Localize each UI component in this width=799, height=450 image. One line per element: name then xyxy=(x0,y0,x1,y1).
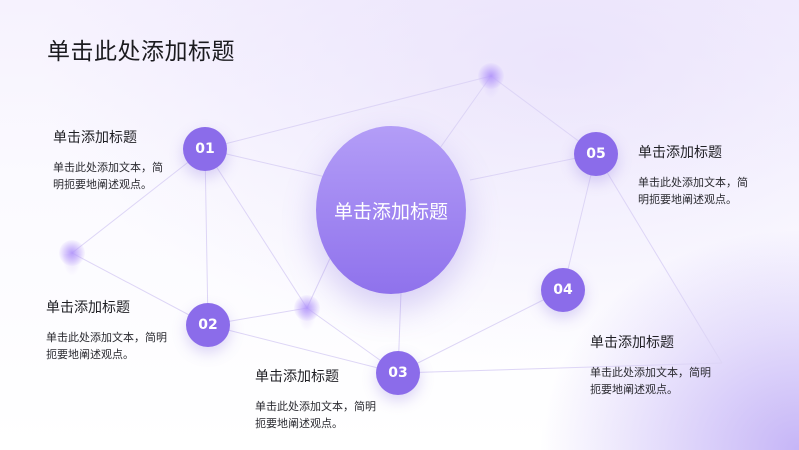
item-description[interactable]: 单击此处添加文本，简明扼要地阐述观点。 xyxy=(53,161,163,191)
item-description[interactable]: 单击此处添加文本，简明扼要地阐述观点。 xyxy=(46,331,167,361)
node-02[interactable]: 02 xyxy=(186,303,230,347)
item-description[interactable]: 单击此处添加文本，简明扼要地阐述观点。 xyxy=(590,366,711,396)
item-heading[interactable]: 单击添加标题 xyxy=(255,369,339,385)
text-block-03: 单击添加标题 单击此处添加文本，简明扼要地阐述观点。 xyxy=(255,366,376,432)
glow-dot-middle xyxy=(294,295,320,331)
item-heading[interactable]: 单击添加标题 xyxy=(46,300,130,316)
text-block-01: 单击添加标题 单击此处添加文本，简明扼要地阐述观点。 xyxy=(53,127,163,193)
node-number: 02 xyxy=(198,317,218,333)
node-01[interactable]: 01 xyxy=(183,127,227,171)
item-heading[interactable]: 单击添加标题 xyxy=(53,130,137,146)
node-04[interactable]: 04 xyxy=(541,268,585,312)
hub-label: 单击添加标题 xyxy=(333,200,448,223)
item-description[interactable]: 单击此处添加文本，简明扼要地阐述观点。 xyxy=(255,400,376,430)
central-hub-circle[interactable]: 单击添加标题 xyxy=(316,126,466,294)
text-block-02: 单击添加标题 单击此处添加文本，简明扼要地阐述观点。 xyxy=(46,297,167,363)
node-number: 04 xyxy=(553,282,573,298)
item-description[interactable]: 单击此处添加文本，简明扼要地阐述观点。 xyxy=(638,176,748,206)
node-05[interactable]: 05 xyxy=(574,132,618,176)
node-number: 03 xyxy=(388,365,408,381)
page-title[interactable]: 单击此处添加标题 xyxy=(47,39,235,65)
glow-dot-left xyxy=(59,240,85,276)
glow-dot-top xyxy=(478,63,504,99)
item-heading[interactable]: 单击添加标题 xyxy=(590,335,674,351)
text-block-04: 单击添加标题 单击此处添加文本，简明扼要地阐述观点。 xyxy=(590,332,711,398)
text-block-05: 单击添加标题 单击此处添加文本，简明扼要地阐述观点。 xyxy=(638,142,748,208)
node-number: 01 xyxy=(195,141,215,157)
node-number: 05 xyxy=(586,146,606,162)
item-heading[interactable]: 单击添加标题 xyxy=(638,145,722,161)
node-03[interactable]: 03 xyxy=(376,351,420,395)
